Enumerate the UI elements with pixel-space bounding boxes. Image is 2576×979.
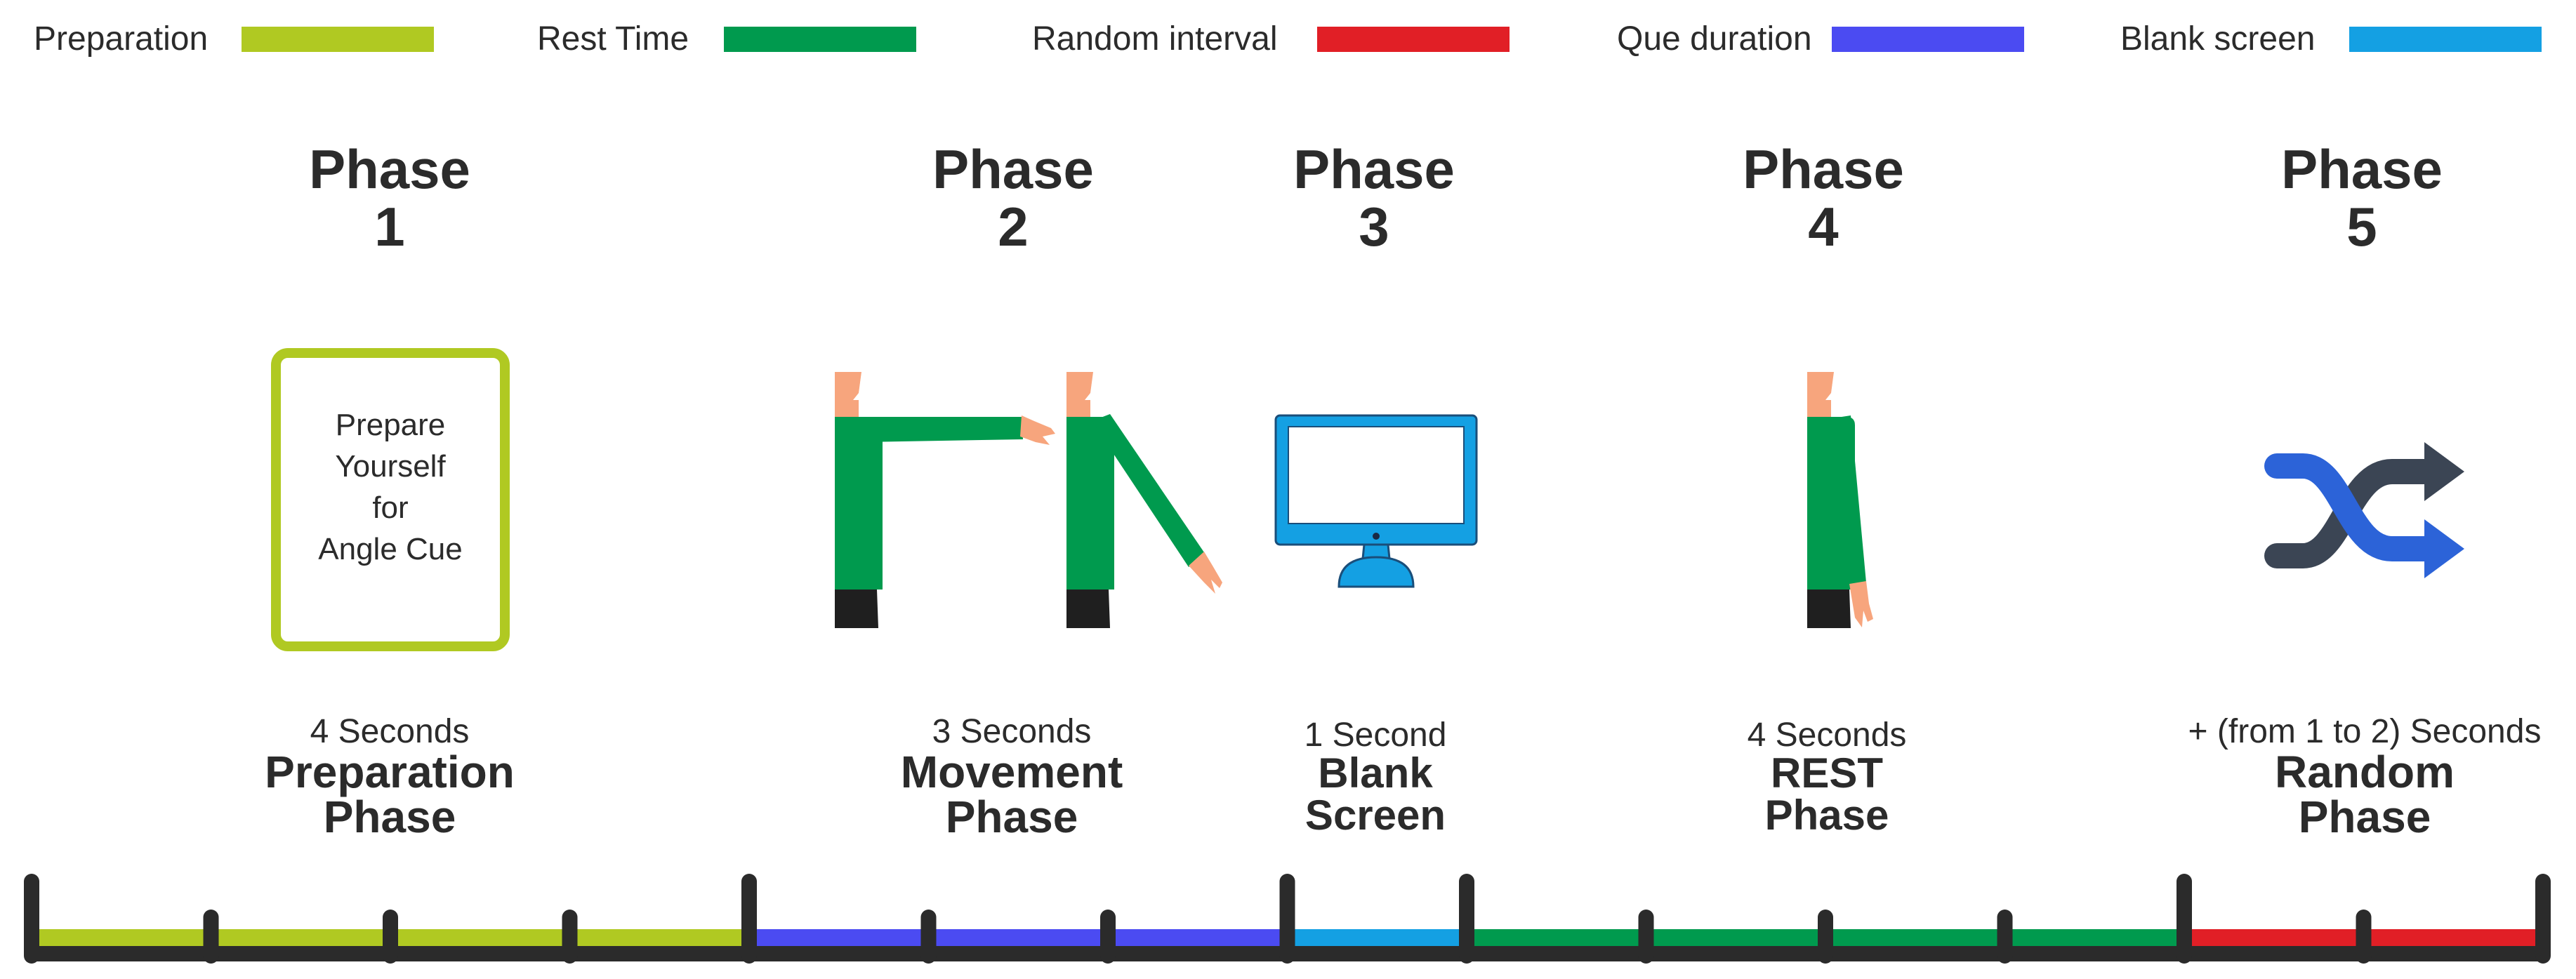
prepare-card-line: Prepare: [335, 408, 446, 442]
phase-name-line: Phase: [323, 792, 456, 842]
figure-arm-horizontal: [835, 372, 1055, 628]
phase-name-line: Preparation: [265, 747, 515, 797]
legend-label: Preparation: [34, 20, 209, 58]
phase-1-duration: 4 Seconds: [310, 713, 470, 750]
legend-label: Rest Time: [537, 20, 689, 58]
phase-3-duration: 1 Second: [1304, 717, 1447, 754]
legend-swatch-preparation: [242, 27, 434, 52]
phase-3-name: Blank Screen: [1179, 752, 1572, 837]
phase-title-number: 4: [1808, 196, 1839, 258]
timeline-segment-phase-2: [749, 929, 1288, 946]
legend-swatch-random-interval: [1317, 27, 1510, 52]
phase-title-word: Phase: [2281, 138, 2443, 200]
phase-title-number: 3: [1359, 196, 1389, 258]
standing-person-icon: [1807, 372, 1873, 628]
figure-arm-diagonal: [1066, 372, 1222, 628]
phase-title-number: 1: [374, 196, 405, 258]
phase-name-line: REST: [1770, 750, 1884, 797]
phase-name-line: Blank: [1318, 750, 1433, 797]
phase-2-duration: 3 Seconds: [932, 713, 1092, 750]
phase-5-name: Random Phase: [2168, 750, 2561, 839]
phase-4-duration: 4 Seconds: [1747, 717, 1907, 754]
phase-name-line: Phase: [2298, 792, 2431, 842]
prepare-card-line: Yourself: [335, 449, 446, 484]
legend-label: Blank screen: [2120, 20, 2316, 58]
phase-4-name: REST Phase: [1630, 752, 2023, 837]
legend-swatch-blank-screen: [2349, 27, 2542, 52]
legend-label: Random interval: [1032, 20, 1278, 58]
phase-title-word: Phase: [1293, 138, 1455, 200]
phase-name-line: Phase: [945, 792, 1078, 842]
phase-name-line: Screen: [1304, 792, 1446, 839]
phase-name-line: Phase: [1764, 792, 1889, 839]
shuffle-icon: [2264, 442, 2464, 578]
phase-1-title: Phase 1: [214, 140, 565, 255]
phase-name-line: Movement: [900, 747, 1123, 797]
timeline: [24, 874, 2551, 964]
phase-5-title: Phase 5: [2186, 140, 2537, 255]
arm-raise-figures-icon: [835, 372, 1222, 628]
prepare-card: Prepare Yourself for Angle Cue: [271, 348, 510, 651]
prepare-card-line: Angle Cue: [318, 532, 463, 566]
phase-title-number: 5: [2346, 196, 2377, 258]
phase-title-word: Phase: [309, 138, 470, 200]
prepare-card-line: for: [372, 491, 409, 525]
phase-title-word: Phase: [1743, 138, 1904, 200]
phase-name-line: Random: [2275, 747, 2455, 797]
legend-swatch-que-duration: [1832, 27, 2024, 52]
phase-2-name: Movement Phase: [815, 750, 1208, 839]
phase-title-word: Phase: [932, 138, 1094, 200]
legend-label: Que duration: [1617, 20, 1812, 58]
timeline-segment-phase-3: [1287, 929, 1467, 946]
monitor-icon: [1274, 414, 1478, 588]
phase-5-duration: + (from 1 to 2) Seconds: [2188, 713, 2542, 750]
phase-3-title: Phase 3: [1198, 140, 1550, 255]
phase-title-number: 2: [998, 196, 1029, 258]
phase-2-title: Phase 2: [838, 140, 1189, 255]
phase-1-name: Preparation Phase: [193, 750, 586, 839]
legend-swatch-rest-time: [724, 27, 916, 52]
phase-4-title: Phase 4: [1648, 140, 1999, 255]
